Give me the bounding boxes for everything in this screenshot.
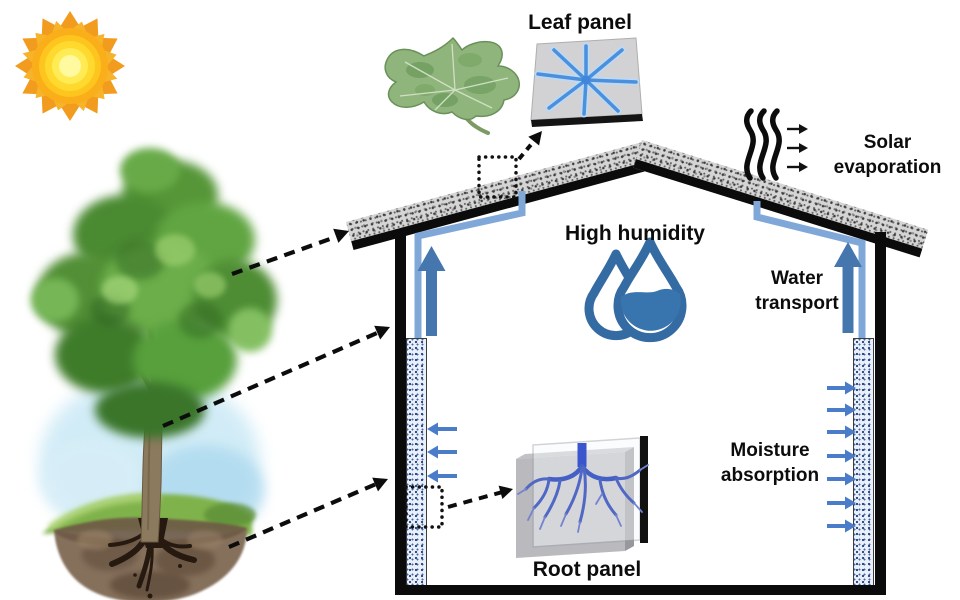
water-transport-label: Water transport [755, 268, 839, 314]
root-panel-label: Root panel [532, 558, 642, 581]
leaf-panel-icon [530, 37, 643, 127]
small-arrow-icon [427, 445, 457, 459]
right-pipe [753, 201, 866, 338]
right-absorber-column [853, 338, 874, 586]
small-arrow-icon [427, 422, 457, 436]
small-arrow-icon [427, 469, 457, 483]
analogy-arrowheads [333, 228, 390, 492]
up-arrow-icon [417, 246, 446, 336]
water-transport-arrows [417, 242, 862, 336]
root-panel-icon [516, 436, 649, 558]
moisture-arrows-right [827, 381, 856, 533]
moisture-absorption-label: Moisture absorption [720, 440, 820, 486]
analogy-dashed-arrows [162, 234, 378, 549]
tree-canopy [31, 148, 277, 438]
leaf-panel-label: Leaf panel [528, 11, 632, 34]
dashed-arrow-trunk-to-wall [162, 331, 378, 428]
solar-evaporation-label: Solar evaporation [833, 132, 942, 178]
root-stem [577, 443, 587, 467]
tree-icon [31, 148, 277, 600]
dashed-arrow-roots-to-wall [228, 482, 376, 549]
dashed-arrow-canopy-to-roof [231, 234, 338, 276]
house-outline [395, 232, 886, 595]
dotted-box-roof [477, 155, 518, 199]
small-arrow-icon [827, 381, 856, 395]
dotted-box-wall [404, 485, 444, 529]
small-arrow-icon [827, 425, 856, 439]
moisture-arrows-left [427, 422, 457, 483]
left-wall [395, 233, 406, 595]
vapor-arrows [787, 124, 808, 172]
panel-edge-bar [640, 436, 648, 543]
small-arrow-icon [827, 449, 856, 463]
left-pipe [414, 191, 526, 338]
right-wall [875, 232, 886, 595]
small-arrow-icon [827, 472, 856, 486]
small-arrow-icon [827, 519, 856, 533]
high-humidity-label: High humidity [565, 222, 705, 245]
callouts [404, 131, 542, 529]
sun-icon [15, 11, 125, 121]
leaf-icon [384, 36, 520, 135]
water-pipes [414, 191, 866, 338]
heat-waves-icon [744, 108, 782, 181]
small-arrow-icon [827, 403, 856, 417]
left-absorber-column [406, 338, 427, 586]
water-droplets-icon [584, 237, 687, 343]
up-arrow-icon [834, 242, 862, 333]
house-floor [395, 585, 886, 595]
small-arrow-icon [827, 496, 856, 510]
